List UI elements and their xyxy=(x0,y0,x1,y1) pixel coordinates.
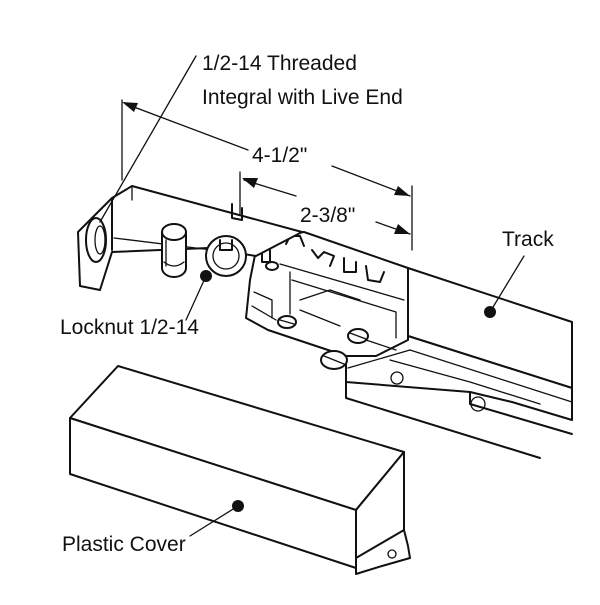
threaded-label-line1: 1/2-14 Threaded xyxy=(202,52,357,75)
dimension-2-3-8 xyxy=(239,171,411,235)
track-rivet-2 xyxy=(470,396,486,412)
locknut-leader-line xyxy=(185,275,207,321)
dimension-4-1-2 xyxy=(121,99,413,251)
plastic-cover xyxy=(69,365,411,575)
plastic-cover-label: Plastic Cover xyxy=(62,533,186,556)
locknut xyxy=(205,235,279,277)
live-end-housing xyxy=(245,231,409,370)
cover-tab-hole xyxy=(387,549,397,559)
locknut-label: Locknut 1/2-14 xyxy=(60,316,199,339)
track-leader-line xyxy=(489,255,525,313)
track-rivet-1 xyxy=(390,371,404,385)
bracket-hole xyxy=(85,217,107,263)
cover-leader-line xyxy=(189,505,239,537)
track-label: Track xyxy=(502,228,554,251)
threaded-label-line2: Integral with Live End xyxy=(202,86,403,109)
threaded-leader-line xyxy=(99,55,197,223)
dimension-inner-label: 2-3/8" xyxy=(300,204,355,227)
dimension-outer-label: 4-1/2" xyxy=(252,144,307,167)
track xyxy=(345,267,573,459)
